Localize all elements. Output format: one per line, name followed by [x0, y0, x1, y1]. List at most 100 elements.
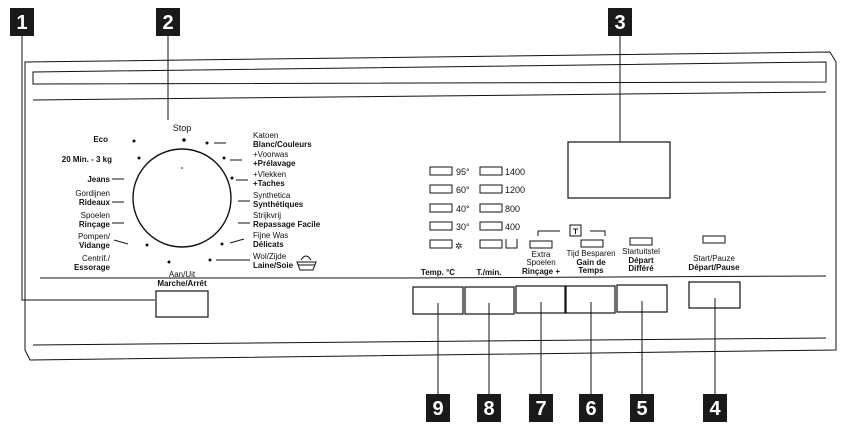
temp-30-label: 30°	[456, 222, 470, 232]
dial-stop-dot	[182, 138, 186, 142]
program-voorwas-dot	[222, 156, 226, 160]
svg-text:8: 8	[483, 398, 494, 420]
spin-1200-led	[479, 184, 503, 194]
program-20min-dot	[137, 156, 141, 160]
temp-95-led	[429, 166, 453, 176]
program-blanc-couleurs: Blanc/Couleurs	[253, 140, 312, 149]
program-vlekken-dot	[230, 176, 234, 180]
spin-hold-led	[479, 239, 503, 249]
program-wol-zijde: Wol/Zijde	[253, 252, 287, 261]
callout-7: 7	[529, 394, 553, 422]
svg-text:7: 7	[535, 398, 546, 420]
delay-start-label-fr: Départ	[628, 256, 654, 265]
program-synthetiques: Synthétiques	[253, 200, 304, 209]
spin-1400-led	[479, 166, 503, 176]
callout-3: 3	[608, 8, 632, 36]
start-pause-led	[702, 235, 726, 244]
power-label: Aan/Uit	[169, 270, 196, 279]
panel-top-strip	[32, 61, 827, 85]
temp-60-led	[429, 184, 453, 194]
callout-2: 2	[156, 8, 180, 36]
program-katoen: Katoen	[253, 131, 278, 140]
svg-text:2: 2	[162, 12, 173, 34]
leader-line-1	[21, 36, 155, 301]
power-label-fr: Marche/Arrêt	[157, 279, 207, 288]
svg-text:9: 9	[432, 398, 443, 420]
svg-text:3: 3	[614, 12, 625, 34]
program-pompen-dot	[145, 243, 149, 247]
program-eco: Eco	[93, 135, 108, 144]
time-save-label: Tijd Besparen	[566, 249, 615, 258]
temperature-indicators: 95° 60° 40° 30° ✲	[429, 166, 470, 251]
callout-4: 4	[703, 394, 727, 422]
temp-95-label: 95°	[456, 167, 470, 177]
svg-text:4: 4	[709, 398, 721, 420]
svg-text:6: 6	[585, 398, 596, 420]
svg-text:5: 5	[636, 398, 647, 420]
option-bracket-left	[537, 230, 560, 236]
spin-400-label: 400	[505, 222, 520, 232]
spin-800-label: 800	[505, 204, 520, 214]
program-voorwas: +Voorwas	[253, 150, 288, 159]
child-lock-glyph	[573, 228, 578, 234]
start-pause-label: Start/Pauze	[693, 254, 735, 263]
time-save-label-fr-2: Temps	[578, 266, 604, 275]
panel-top-edge	[32, 91, 827, 101]
time-save-label-fr: Gain de	[576, 258, 606, 267]
program-taches: +Taches	[253, 179, 285, 188]
program-vlekken: +Vlekken	[253, 170, 286, 179]
temp-30-led	[429, 221, 453, 231]
program-essorage: Essorage	[74, 263, 111, 272]
temp-button-label: Temp. °C	[421, 268, 455, 277]
spin-400-led	[479, 221, 503, 231]
program-fijne-dot	[220, 242, 224, 246]
callout-6: 6	[579, 394, 603, 422]
spin-button-label: T./min.	[477, 268, 502, 277]
option-bracket-right	[590, 230, 606, 236]
program-dial[interactable]	[132, 148, 232, 248]
panel-bottom-edge	[32, 337, 827, 346]
spin-1400-label: 1400	[505, 167, 525, 177]
callout-9: 9	[426, 394, 450, 422]
program-rideaux: Rideaux	[79, 198, 111, 207]
program-strijkvrij: Strijkvrij	[253, 211, 281, 220]
rinse-hold-icon	[505, 239, 518, 249]
delay-start-led	[629, 237, 653, 246]
dial-right-labels: Katoen Blanc/Couleurs +Voorwas +Prélavag…	[205, 131, 321, 271]
delay-start-label-fr-2: Différé	[628, 264, 654, 273]
display-screen	[567, 141, 671, 199]
panel-outline	[24, 51, 837, 361]
callout-1: 1	[10, 8, 34, 36]
temp-cold-led	[429, 239, 453, 249]
time-save-led	[580, 239, 604, 248]
spin-indicators: 1400 1200 800 400	[479, 166, 525, 249]
program-wol-dot	[208, 258, 212, 262]
svg-text:1: 1	[16, 12, 27, 34]
program-pompen-tick	[113, 239, 129, 245]
program-synthetica: Synthetica	[253, 191, 291, 200]
temp-60-label: 60°	[456, 185, 470, 195]
dial-left-labels: Eco 20 Min. - 3 kg Jeans Gordijnen Ridea…	[62, 135, 171, 272]
program-delicats: Délicats	[253, 240, 284, 249]
program-eco-dot	[132, 139, 136, 143]
program-gordijnen: Gordijnen	[75, 189, 110, 198]
program-centrif-dot	[167, 260, 171, 264]
program-fijne-tick	[229, 238, 245, 244]
spin-1200-label: 1200	[505, 185, 525, 195]
power-button[interactable]	[155, 290, 209, 318]
extra-rinse-led	[529, 240, 553, 249]
program-20min: 20 Min. - 3 kg	[62, 155, 112, 164]
extra-rinse-label-fr: Rinçage +	[522, 267, 560, 276]
spin-button[interactable]	[464, 286, 515, 315]
callout-5: 5	[630, 394, 654, 422]
wool-basin-icon	[296, 255, 317, 271]
dial-stop-label: Stop	[173, 123, 192, 133]
program-katoen-dot	[205, 141, 209, 145]
temp-40-label: 40°	[456, 204, 470, 214]
temp-cold-icon: ✲	[455, 241, 463, 251]
program-rincage: Rinçage	[79, 220, 111, 229]
program-pompen: Pompen/	[78, 232, 111, 241]
callout-8: 8	[477, 394, 501, 422]
program-spoelen: Spoelen	[81, 211, 110, 220]
